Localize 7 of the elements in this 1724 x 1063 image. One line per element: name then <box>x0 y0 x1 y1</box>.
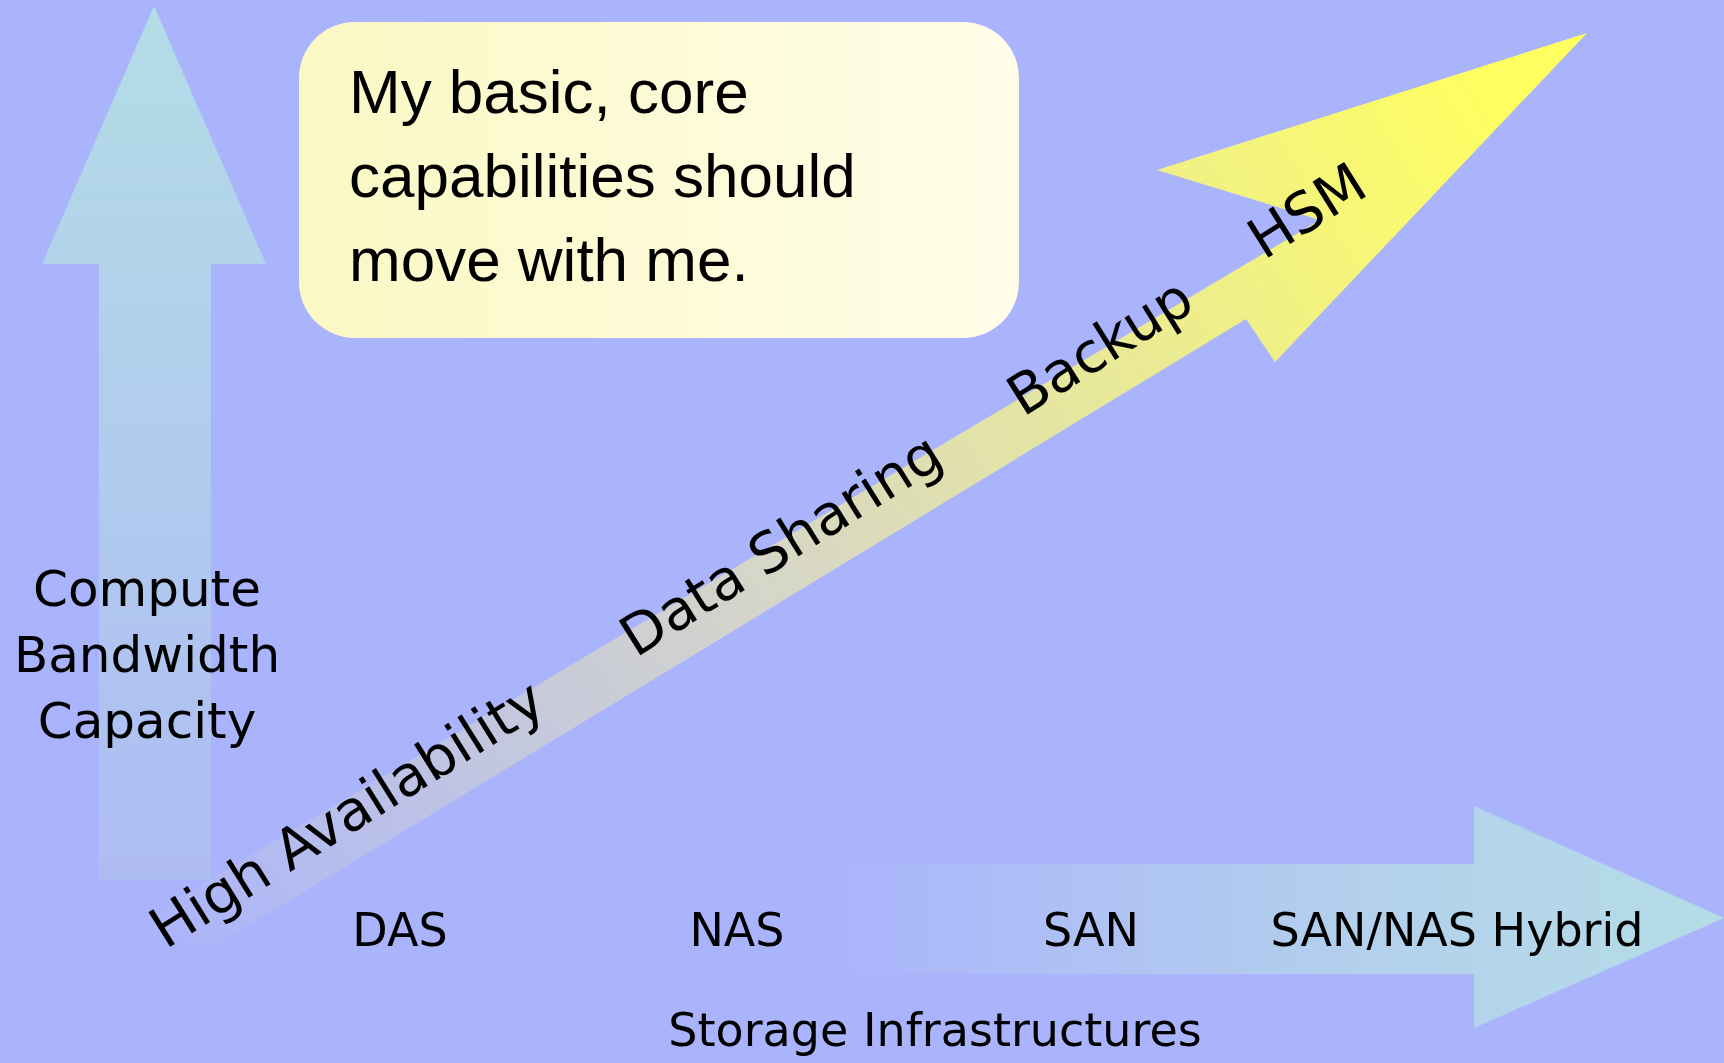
axis-label: NAS <box>689 901 785 959</box>
axis-label: Compute Bandwidth Capacity <box>12 559 281 752</box>
callout-box: My basic, core capabilities should move with me. <box>299 22 1019 338</box>
axis-label: SAN <box>1043 901 1139 959</box>
axis-label: SAN/NAS Hybrid <box>1270 901 1644 959</box>
axis-label: Storage Infrastructures <box>668 1001 1202 1059</box>
axis-label: DAS <box>352 901 448 959</box>
